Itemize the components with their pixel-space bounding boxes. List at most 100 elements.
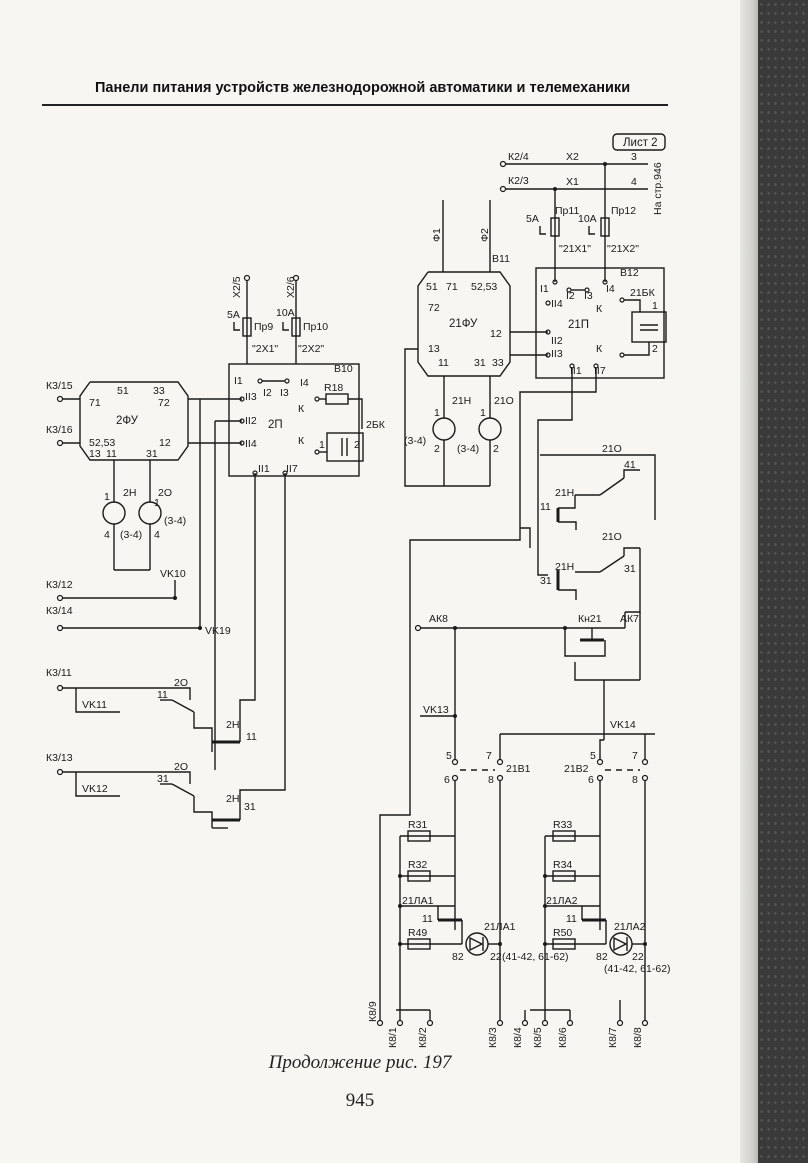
pin: II3 (245, 391, 257, 403)
pin: (3-4) (404, 435, 426, 447)
output-label: К8/5 (532, 1027, 544, 1048)
input-label: К3/11 (46, 667, 72, 679)
pin: I1 (540, 283, 549, 295)
tap-vk14: VK14 (610, 719, 636, 731)
contact-pin: 41 (624, 459, 636, 471)
pin: 8 (488, 774, 494, 786)
pin: 2 (652, 343, 658, 355)
pin: 72 (428, 302, 440, 314)
pin: 8 (632, 774, 638, 786)
pin: 7 (632, 750, 638, 762)
bus-x2: Х2 (566, 151, 579, 163)
pin: 5 (446, 750, 452, 762)
fuse-rating: 10А (578, 213, 597, 225)
contact-2o-31 (171, 783, 195, 797)
bus-num: 3 (631, 151, 637, 163)
phase-f2: Ф2 (479, 228, 491, 242)
lamp-name: 2Н (123, 487, 136, 499)
pin: 12 (159, 437, 171, 449)
schematic-diagram: Лист 2 На стр.946 X2/5 X2/6 5А Пр9 "2Х1"… (46, 133, 671, 1048)
fuse-name: Пр11 (555, 205, 579, 217)
contact-relay: 2О (174, 761, 188, 773)
contact-relay: 21О (602, 443, 622, 455)
pin: II2 (245, 415, 257, 427)
pin: I2 (263, 387, 272, 399)
contact-relay: 21Н (555, 487, 574, 499)
fuse-label: "21Х2" (607, 243, 639, 255)
header-rule (42, 104, 668, 106)
pin: (3-4) (120, 529, 142, 541)
input-label: К3/14 (46, 605, 73, 617)
tap-vk12: VK12 (82, 783, 108, 795)
lamp-name: 21О (494, 395, 514, 407)
pin: 52,53 (471, 281, 497, 293)
phase-unit-id: В11 (492, 253, 510, 265)
contact-pin: 11 (540, 501, 551, 513)
pin: 4 (154, 529, 160, 541)
pin: II7 (594, 365, 606, 377)
resistor-r18 (325, 393, 349, 405)
capacitor-2bk (326, 432, 364, 462)
output-label: К8/1 (387, 1027, 399, 1048)
output-label: К8/8 (632, 1027, 644, 1048)
page-header: Панели питания устройств железнодорожной… (95, 80, 631, 96)
terminal-node (243, 274, 251, 282)
lamp-contact: 21ЛА2 (546, 895, 578, 907)
resistor-label: R49 (408, 927, 427, 939)
resistor-r49 (407, 938, 431, 950)
led-name: 21ЛА1 (484, 921, 516, 933)
output-label: К8/2 (417, 1027, 429, 1048)
pin: I4 (606, 283, 615, 295)
resistor-label: R18 (324, 382, 343, 394)
fuse-label: "2Х2" (298, 343, 324, 355)
lamp-contact: 21ЛА1 (402, 895, 434, 907)
pin: 1 (652, 300, 658, 312)
sheet-ref: На стр.946 (652, 162, 664, 215)
sheet-label-box (612, 133, 666, 151)
contact-21o-41 (599, 477, 625, 496)
pin: 71 (89, 397, 101, 409)
pin: 33 (153, 385, 165, 397)
pin: 82 (596, 951, 608, 963)
pin: II7 (286, 463, 298, 475)
contact-pin: 31 (540, 575, 552, 587)
pin: 33 (492, 357, 504, 369)
input-label: К3/15 (46, 380, 73, 392)
pin: 2 (354, 439, 360, 451)
pin: 2 (434, 443, 440, 455)
pin: 13 (428, 343, 440, 355)
tap-vk19: VK19 (205, 625, 231, 637)
capacitor-21bk (631, 311, 667, 343)
scanner-border (758, 0, 808, 1163)
output-label: К8/9 (367, 1001, 379, 1022)
lamp-contact-pin: 11 (422, 913, 433, 925)
pin: 71 (446, 281, 458, 293)
output-label: К8/7 (607, 1027, 619, 1048)
bus-ak7: АК7 (620, 613, 639, 625)
fuse-pr12 (600, 217, 610, 237)
led-note: (41-42, 61-62) (604, 963, 671, 975)
pin: К (596, 303, 603, 315)
resistor-label: R50 (553, 927, 572, 939)
fuse-pr10 (291, 317, 301, 337)
contact-relay: 21Н (555, 561, 574, 573)
terminal-x2-5: X2/5 (231, 276, 243, 298)
resistor-r31 (407, 830, 431, 842)
pin: II1 (258, 463, 270, 475)
fuse-pr11 (550, 217, 560, 237)
output-label: К8/4 (512, 1027, 524, 1048)
pin: 5 (590, 750, 596, 762)
block-2p (228, 363, 360, 477)
terminal-k2-3: К2/3 (508, 175, 529, 187)
pin: II2 (551, 335, 563, 347)
pin: 13 (89, 448, 101, 460)
pin: 22 (632, 951, 644, 963)
resistor-label: R31 (408, 819, 427, 831)
pin: 4 (104, 529, 110, 541)
bus-ak8: АК8 (429, 613, 448, 625)
fuse-label: "21Х1" (559, 243, 591, 255)
pin: 1 (480, 407, 486, 419)
input-label: К3/13 (46, 752, 73, 764)
fuse-rating: 5А (526, 213, 539, 225)
